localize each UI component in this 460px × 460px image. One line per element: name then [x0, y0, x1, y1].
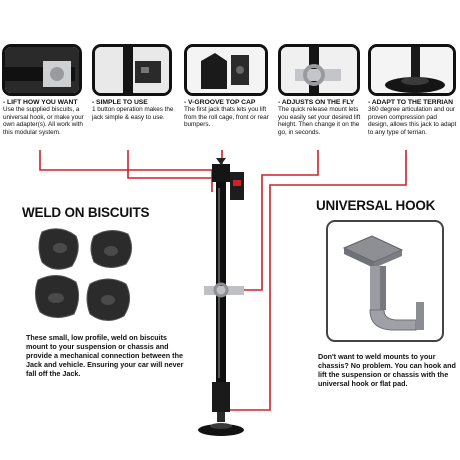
weld-body: These small, low profile, weld on biscui… [26, 333, 184, 378]
caption-vgroove-text: The first jack thats lets you lift from … [184, 106, 269, 129]
top-cap-image [187, 47, 265, 93]
caption-simple-text: 1 button operation makes the jack simple… [92, 106, 174, 121]
callout-line-terrain [230, 150, 407, 411]
caption-vgroove: - V-GROOVE TOP CAP The first jack thats … [184, 99, 272, 129]
foot-pad-image [371, 47, 453, 93]
adjust-photo-frame [278, 44, 360, 96]
caption-terrain-title: - ADAPT TO THE TERRIAN [368, 99, 453, 106]
biscuits-image [34, 228, 132, 321]
caption-simple: - SIMPLE TO USE 1 button operation makes… [92, 99, 178, 121]
caption-adjusts: - ADJUSTS ON THE FLY The quick release m… [278, 99, 364, 136]
lift-photo-frame [2, 44, 82, 96]
hook-heading: UNIVERSAL HOOK [316, 198, 436, 213]
caption-lift: - LIFT HOW YOU WANT Use the supplied bis… [3, 99, 89, 136]
callout-line-lift [39, 150, 213, 192]
caption-adjusts-text: The quick release mount lets you easily … [278, 106, 361, 136]
caption-lift-text: Use the supplied biscuits, a universal h… [3, 106, 84, 136]
callout-line-adjusts [242, 150, 319, 291]
jack-illustration [198, 158, 244, 436]
caption-terrain: - ADAPT TO THE TERRIAN 360 degree articu… [368, 99, 458, 136]
biscuit-mount-image [5, 47, 79, 93]
caption-simple-title: - SIMPLE TO USE [92, 99, 148, 106]
button-photo-frame [92, 44, 172, 96]
universal-hook-image [342, 235, 424, 331]
weld-heading: WELD ON BISCUITS [22, 205, 150, 220]
quick-release-image [281, 47, 357, 93]
vgroove-photo-frame [184, 44, 268, 96]
terrain-photo-frame [368, 44, 456, 96]
caption-vgroove-title: - V-GROOVE TOP CAP [184, 99, 256, 106]
caption-lift-title: - LIFT HOW YOU WANT [3, 99, 78, 106]
hook-photo-frame [326, 220, 444, 342]
caption-adjusts-title: - ADJUSTS ON THE FLY [278, 99, 355, 106]
caption-terrain-text: 360 degree articulation and our proven c… [368, 106, 457, 136]
release-button-image [95, 47, 169, 93]
hook-body: Don't want to weld mounts to your chassi… [318, 352, 456, 388]
